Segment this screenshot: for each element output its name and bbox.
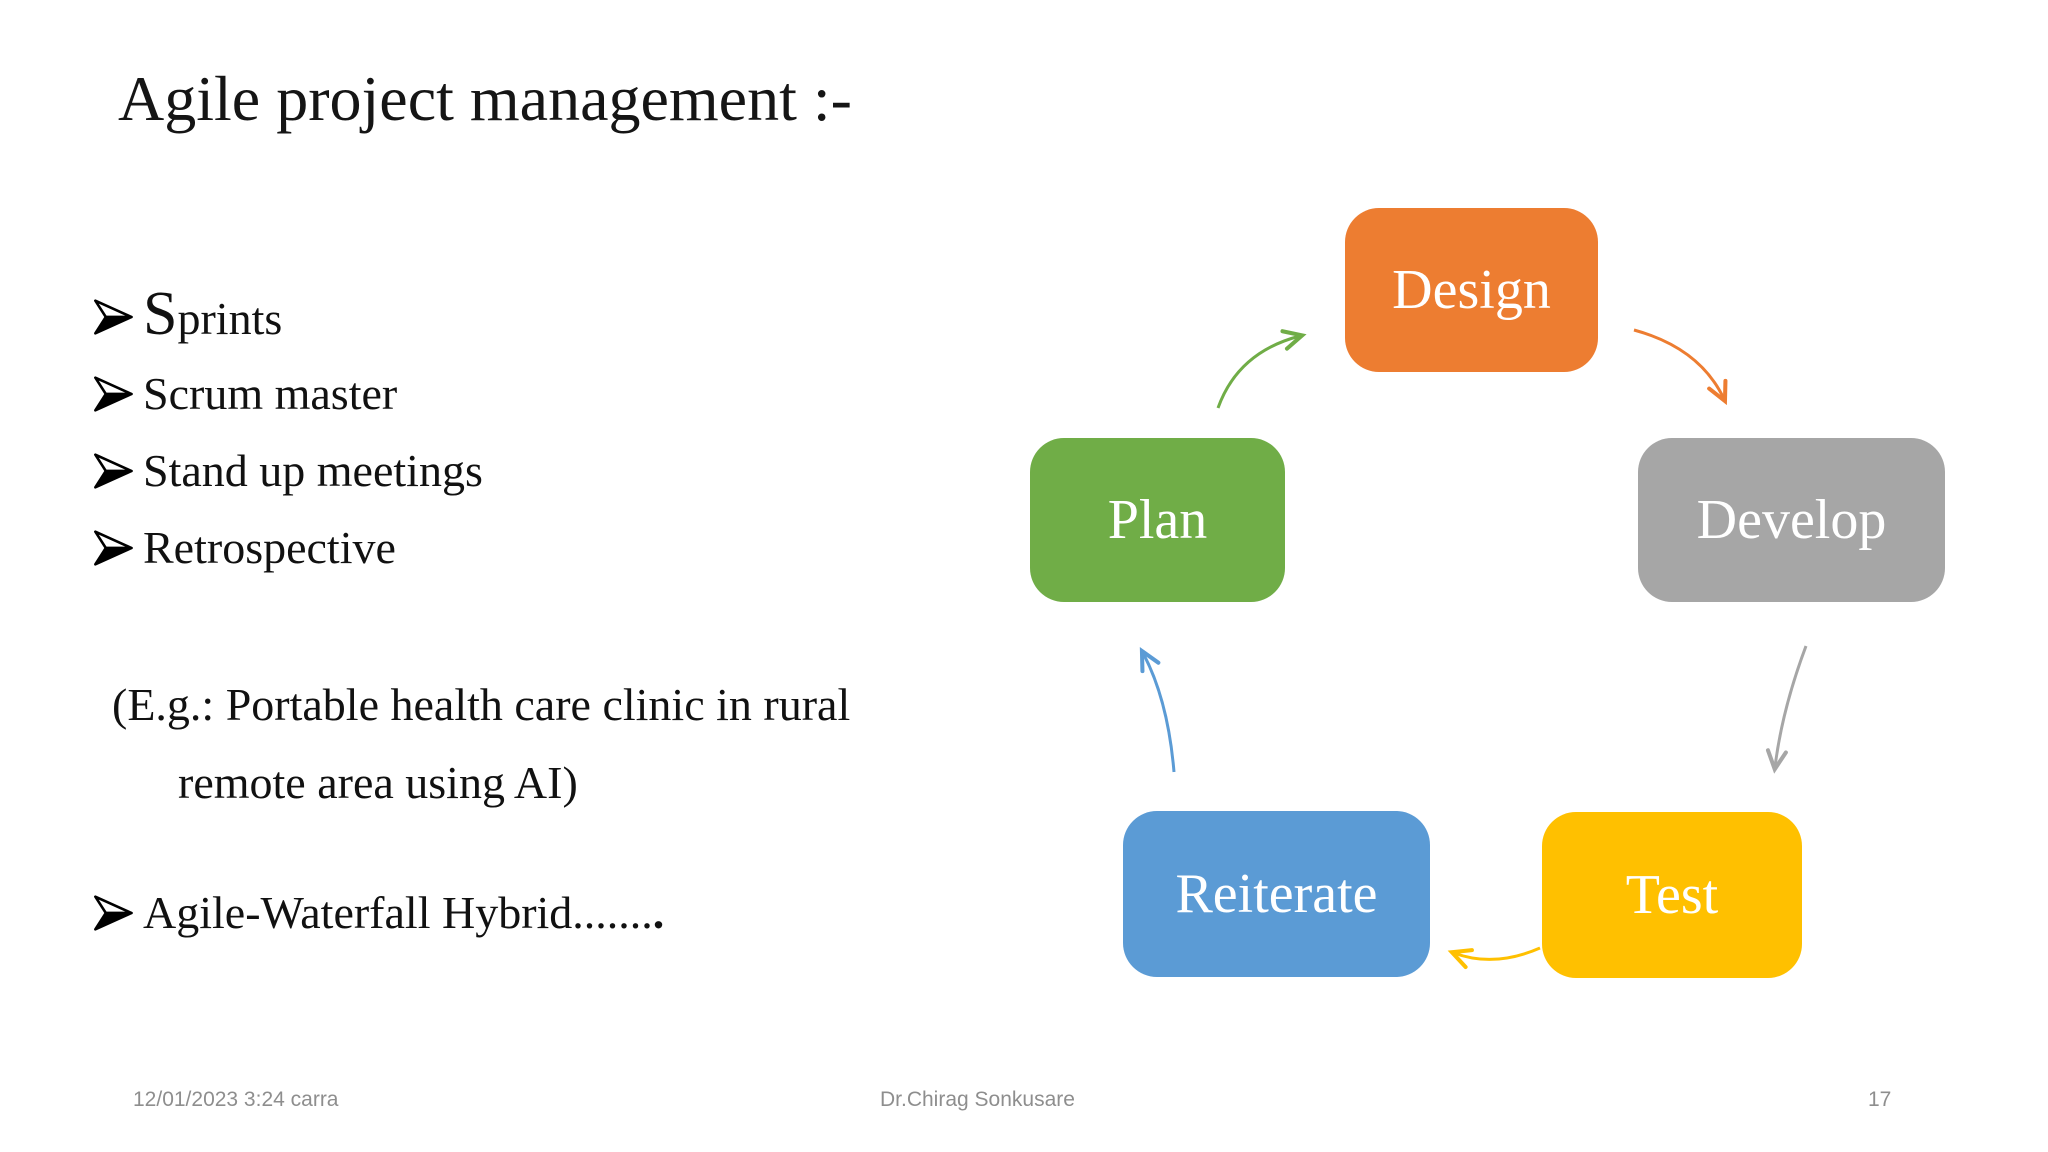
- footer-page-number: 17: [1868, 1088, 1892, 1111]
- diagram-node-develop: Develop: [1638, 438, 1945, 602]
- node-label: Plan: [1107, 489, 1208, 551]
- arrow-design-to-develop: [1633, 328, 1728, 406]
- node-label: Design: [1392, 259, 1551, 321]
- bullet-label: Retrospective: [143, 522, 396, 573]
- arrow-reiterate-to-plan: [1139, 647, 1176, 773]
- hybrid-bullet: Agile-Waterfall Hybrid........: [93, 874, 664, 951]
- bullet-label: Agile-Waterfall Hybrid........: [143, 874, 664, 951]
- three-d-arrowhead-icon: [94, 452, 133, 489]
- arrow-test-to-reiterate: [1447, 946, 1541, 969]
- list-item: Sprints: [93, 278, 483, 355]
- node-label: Test: [1625, 864, 1719, 926]
- list-item: Scrum master: [93, 355, 483, 432]
- diagram-node-reiterate: Reiterate: [1123, 811, 1430, 977]
- bullet-label: Sprints: [143, 280, 283, 348]
- list-item: Retrospective: [93, 509, 483, 586]
- arrow-develop-to-test: [1765, 645, 1808, 774]
- arrow-plan-to-design: [1216, 329, 1307, 409]
- node-label: Develop: [1696, 489, 1887, 551]
- bullet-list: Sprints Scrum master Stand up meetings R…: [93, 278, 483, 586]
- example-text: (E.g.: Portable health care clinic in ru…: [112, 666, 850, 822]
- three-d-arrowhead-icon: [94, 529, 133, 566]
- bullet-label: Scrum master: [143, 368, 398, 419]
- list-item: Agile-Waterfall Hybrid........: [93, 874, 664, 951]
- slide-footer: 12/01/2023 3:24 carra Dr.Chirag Sonkusar…: [0, 1088, 2048, 1118]
- footer-author: Dr.Chirag Sonkusare: [880, 1088, 1075, 1111]
- hybrid-bold-dot: .: [652, 887, 665, 938]
- three-d-arrowhead-icon: [94, 375, 133, 412]
- footer-datetime: 12/01/2023 3:24 carra: [133, 1088, 339, 1111]
- example-line-2: remote area using AI): [178, 757, 578, 808]
- slide-title: Agile project management :-: [118, 63, 852, 134]
- example-line-1: (E.g.: Portable health care clinic in ru…: [112, 679, 851, 730]
- list-item: Stand up meetings: [93, 432, 483, 509]
- diagram-node-plan: Plan: [1030, 438, 1285, 602]
- hybrid-label: Agile-Waterfall Hybrid.......: [143, 887, 653, 938]
- node-label: Reiterate: [1175, 863, 1378, 925]
- diagram-node-design: Design: [1345, 208, 1598, 372]
- bullet-label: Stand up meetings: [143, 445, 483, 496]
- three-d-arrowhead-icon: [94, 298, 133, 335]
- diagram-node-test: Test: [1542, 812, 1802, 978]
- three-d-arrowhead-icon: [94, 894, 133, 931]
